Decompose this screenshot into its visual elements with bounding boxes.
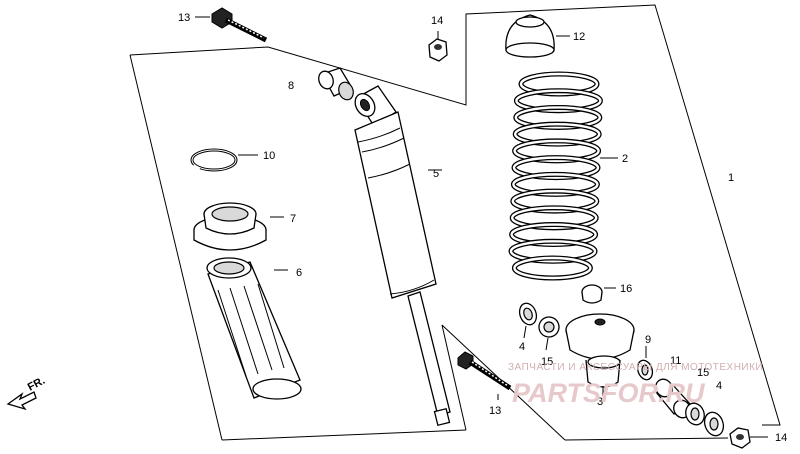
callout-c11: 11 xyxy=(670,355,681,367)
spring-coil xyxy=(511,189,598,213)
callout-c15b: 15 xyxy=(697,367,709,379)
callout-c16: 16 xyxy=(620,283,632,295)
spring-2 xyxy=(508,71,603,281)
callout-c13a: 13 xyxy=(178,12,190,24)
washer-4-left xyxy=(518,302,538,339)
damper-5 xyxy=(354,85,451,427)
spring-coil xyxy=(512,173,599,196)
bushing-9 xyxy=(636,346,654,381)
spring-coil xyxy=(512,156,600,179)
callout-c6: 6 xyxy=(296,267,302,279)
spring-coil xyxy=(515,89,602,112)
nut-14-top xyxy=(428,31,448,62)
bolt-13-top xyxy=(211,7,268,43)
watermark-brand: PARTSFOR.RU xyxy=(512,378,706,408)
callout-c13b: 13 xyxy=(489,405,501,417)
boot-12 xyxy=(505,14,570,58)
spring-coil xyxy=(514,122,601,146)
spring-coil xyxy=(519,72,599,96)
nut-14-bottom xyxy=(729,427,768,449)
callout-c14b: 14 xyxy=(775,432,787,444)
callout-c2: 2 xyxy=(622,153,628,165)
callout-c8: 8 xyxy=(288,80,294,92)
callout-c14a: 14 xyxy=(431,15,443,27)
spring-coil xyxy=(511,206,598,230)
callout-c12: 12 xyxy=(573,31,585,43)
callout-c7: 7 xyxy=(290,213,296,225)
nut-16 xyxy=(581,284,616,304)
bolt-13-bottom xyxy=(457,351,512,400)
washer-15-left xyxy=(538,316,560,351)
callout-c15a: 15 xyxy=(541,356,553,368)
front-direction-label: FR. xyxy=(26,375,47,394)
washer-15-right xyxy=(685,402,705,426)
spring-coil xyxy=(513,256,592,280)
spring-coil xyxy=(514,106,601,129)
washer-4-right xyxy=(703,411,725,437)
bushing-8 xyxy=(318,67,354,101)
lower-mount-3 xyxy=(565,313,635,396)
callout-c1: 1 xyxy=(728,172,734,184)
spring-coil xyxy=(509,240,597,263)
callout-c4a: 4 xyxy=(519,341,525,353)
callout-c5: 5 xyxy=(433,168,439,180)
callout-c10: 10 xyxy=(263,150,275,162)
front-direction-arrow-icon xyxy=(6,391,37,411)
spring-seat-7 xyxy=(193,202,284,251)
cover-6 xyxy=(206,257,302,400)
spring-coil xyxy=(510,223,597,246)
snap-ring-10 xyxy=(190,148,258,172)
spring-coil xyxy=(513,139,600,163)
watermark-caption: ЗАПЧАСТИ И АКСЕССУАРЫ ДЛЯ МОТОТЕХНИКИ xyxy=(508,362,763,373)
callout-c9: 9 xyxy=(645,334,651,346)
callout-c3: 3 xyxy=(597,396,603,408)
callout-c4b: 4 xyxy=(716,380,722,392)
